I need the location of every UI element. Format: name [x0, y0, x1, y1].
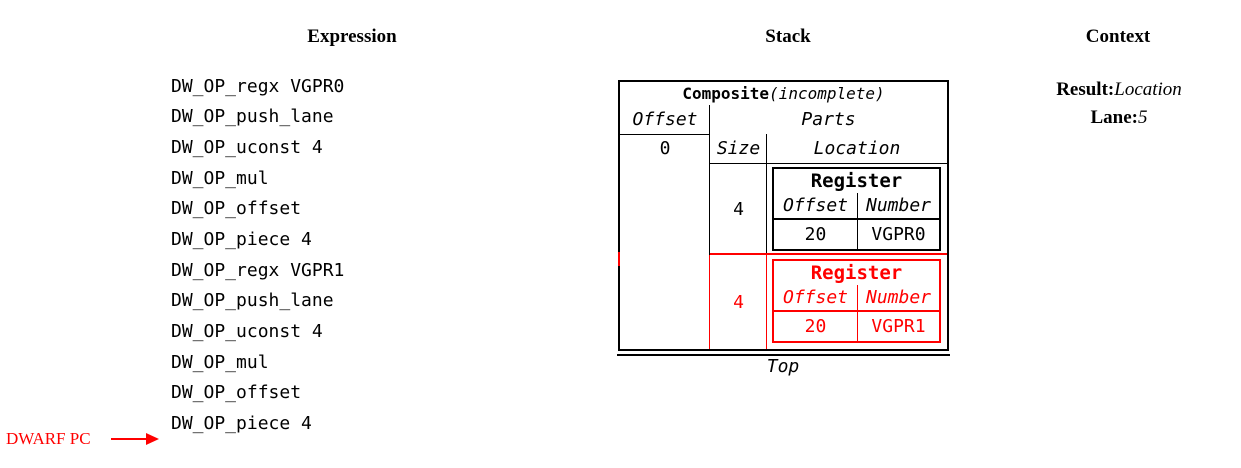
parts-header-underline [710, 163, 947, 164]
size-location-divider-highlight [766, 255, 767, 349]
expression-instruction: DW_OP_offset [171, 198, 302, 220]
expression-instruction: DW_OP_push_lane [171, 106, 334, 128]
context-result-value: Location [1114, 79, 1182, 100]
expression-instruction: DW_OP_uconst 4 [171, 321, 323, 343]
context-result-label: Result: [1056, 79, 1115, 100]
register-number-value: VGPR0 [871, 224, 926, 245]
register-column-divider [857, 285, 858, 341]
part-divider-edge-mark [618, 252, 620, 266]
dwarf-pc-arrowhead-icon [146, 433, 159, 445]
stack-top-divider [617, 354, 950, 356]
register-offset-value: 20 [804, 224, 827, 245]
expression-instruction: DW_OP_offset [171, 382, 302, 404]
context-lane-value: 5 [1138, 107, 1148, 128]
register-offset-value: 20 [804, 316, 827, 337]
stack-top-label: Top [766, 356, 800, 377]
register-number-header: Number [865, 195, 932, 216]
composite-label: Composite [682, 84, 770, 103]
register-title: Register [810, 262, 903, 284]
expression-list: DW_OP_regx VGPR0 DW_OP_push_lane DW_OP_u… [171, 71, 344, 439]
offset-parts-divider-highlight [709, 255, 710, 349]
register-column-divider [857, 193, 858, 249]
expression-instruction: DW_OP_push_lane [171, 290, 334, 312]
expression-instruction: DW_OP_regx VGPR1 [171, 259, 345, 281]
location-column-header: Location [813, 138, 901, 159]
parts-column-header: Parts [801, 109, 856, 130]
part-divider-highlight [710, 253, 947, 255]
register-title: Register [810, 170, 903, 192]
expression-instruction: DW_OP_mul [171, 167, 269, 189]
register-number-header: Number [865, 287, 932, 308]
part-size: 4 [733, 291, 744, 313]
register-table: Register Offset Number 20 VGPR0 [772, 167, 941, 251]
context-result-line: Result:Location [1056, 79, 1182, 101]
offset-parts-divider [709, 105, 710, 255]
offset-column-header: Offset [632, 109, 698, 130]
dwarf-pc-arrow [111, 438, 146, 440]
expression-instruction: DW_OP_regx VGPR0 [171, 75, 345, 97]
dwarf-pc-label: DWARF PC [6, 429, 91, 448]
expression-column-title: Expression [307, 26, 397, 47]
expression-instruction: DW_OP_uconst 4 [171, 137, 323, 159]
context-column-title: Context [1085, 26, 1151, 47]
offset-value: 0 [659, 138, 671, 159]
stack-column-title: Stack [765, 26, 811, 47]
composite-qualifier: (incomplete) [769, 84, 885, 103]
register-offset-header: Offset [782, 195, 849, 216]
context-lane-label: Lane: [1090, 107, 1139, 128]
size-location-divider [766, 134, 767, 255]
part-size: 4 [733, 198, 744, 220]
register-offset-header: Offset [782, 287, 849, 308]
composite-header: Composite(incomplete) [620, 82, 947, 105]
register-table-highlight: Register Offset Number 20 VGPR1 [772, 259, 941, 343]
register-header-underline [774, 310, 939, 312]
expression-instruction: DW_OP_mul [171, 351, 269, 373]
expression-instruction: DW_OP_piece 4 [171, 413, 312, 435]
expression-instruction: DW_OP_piece 4 [171, 229, 312, 251]
register-header-underline [774, 218, 939, 220]
stack-table: Composite(incomplete) Offset Parts 0 Siz… [618, 80, 949, 351]
context-lane-line: Lane:5 [1091, 107, 1148, 129]
register-number-value: VGPR1 [871, 316, 926, 337]
size-column-header: Size [716, 138, 761, 159]
offset-header-underline [620, 134, 710, 135]
